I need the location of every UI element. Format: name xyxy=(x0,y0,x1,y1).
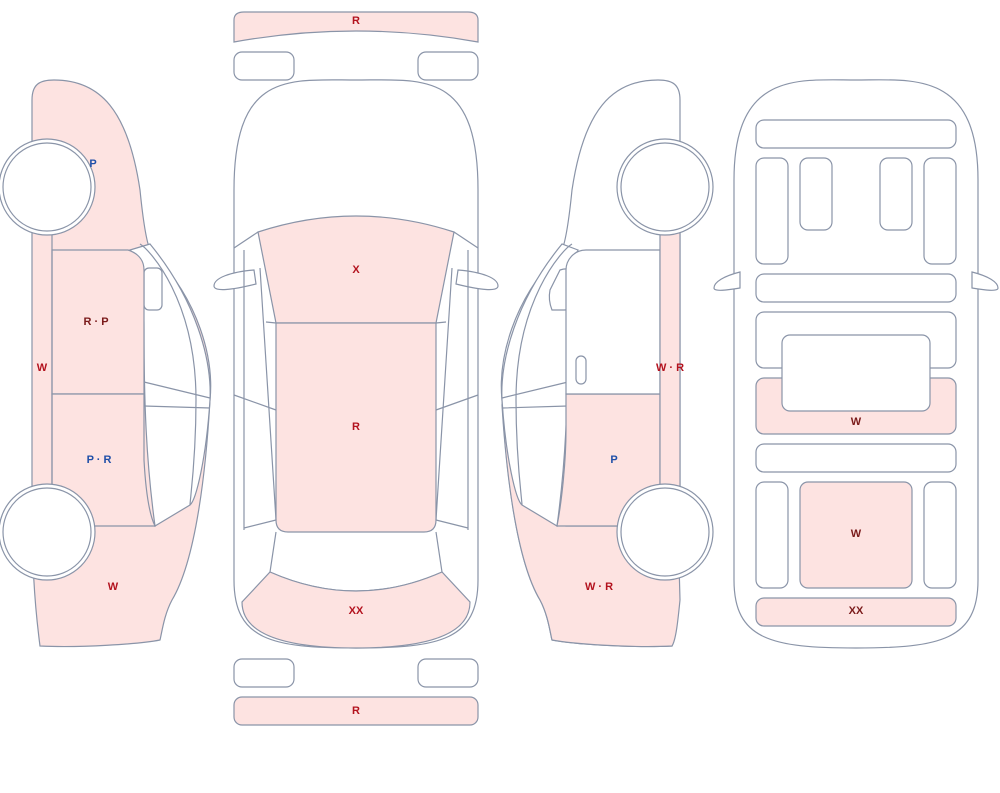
right-mirror xyxy=(455,269,499,291)
trunk-label: XX xyxy=(349,605,364,617)
right-front-wheel xyxy=(620,142,710,232)
underbody-rear-right-rail xyxy=(923,481,957,589)
left-rear-wheel xyxy=(2,487,92,577)
underbody-rear-panel xyxy=(755,597,957,627)
underbody-front-inner-left xyxy=(799,157,833,231)
floor-rear-panel-label: XX xyxy=(849,605,864,617)
underbody-center-panel xyxy=(781,334,931,412)
left-side-glass xyxy=(233,250,277,530)
hood xyxy=(257,215,455,324)
left-fender-label: P xyxy=(89,158,96,170)
trunk xyxy=(241,571,471,649)
underbody-rear-left-rail xyxy=(755,481,789,589)
rear-right-light xyxy=(417,658,479,688)
floor-rear-center-label: W xyxy=(851,528,862,540)
left-front-door-label: R · P xyxy=(83,316,108,328)
front-left-light xyxy=(233,51,295,81)
right-front-door-label: P xyxy=(610,454,617,466)
left-front-wheel xyxy=(2,142,92,232)
roof-label: R xyxy=(352,421,360,433)
rear-bumper xyxy=(233,696,479,726)
underbody-front-inner-right xyxy=(879,157,913,231)
left-a-pillar xyxy=(233,231,277,324)
rear-left-light xyxy=(233,658,295,688)
left-sill-label: W xyxy=(37,362,48,374)
rear-bumper-label: R xyxy=(352,705,360,717)
left-quarter-label: W xyxy=(108,581,119,593)
front-bumper-label: R xyxy=(352,15,360,27)
right-side-glass xyxy=(435,250,479,530)
underbody-rear-crossmember xyxy=(755,443,957,473)
front-right-light xyxy=(417,51,479,81)
floor-middle-label: W xyxy=(851,416,862,428)
right-quarter-label: W · R xyxy=(585,581,613,593)
underbody-rear-center xyxy=(799,481,913,589)
underbody-mid-crossmember xyxy=(755,273,957,303)
roof xyxy=(275,322,437,533)
underbody-front-right-rail xyxy=(923,157,957,265)
underbody-left-mirror xyxy=(713,271,741,291)
left-window-lines xyxy=(139,243,211,506)
right-rear-wheel xyxy=(620,487,710,577)
right-door-handle xyxy=(575,355,587,385)
underbody-front-crossmember xyxy=(755,119,957,149)
front-bumper xyxy=(233,11,479,43)
right-window-lines xyxy=(501,243,573,506)
left-rear-door-label: P · R xyxy=(87,454,112,466)
left-mirror xyxy=(213,269,257,291)
right-a-pillar xyxy=(435,231,479,324)
left-front-door xyxy=(51,249,145,395)
underbody-front-left-rail xyxy=(755,157,789,265)
right-sill-label: W · R xyxy=(656,362,684,374)
left-rear-door xyxy=(51,393,156,527)
underbody-right-mirror xyxy=(971,271,999,291)
right-front-door xyxy=(556,393,661,527)
hood-label: X xyxy=(352,264,360,276)
left-mirror-side xyxy=(143,267,163,311)
